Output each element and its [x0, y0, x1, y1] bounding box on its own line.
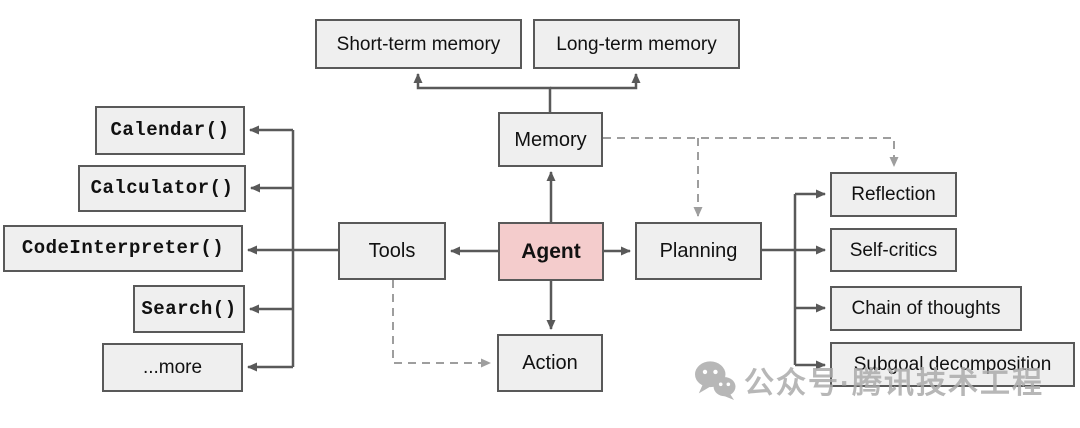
node-memory: Memory: [498, 112, 603, 167]
node-search: Search(): [133, 285, 245, 333]
node-chain-of-thoughts: Chain of thoughts: [830, 286, 1022, 331]
edge-memory-longterm: [550, 73, 641, 90]
node-calculator: Calculator(): [78, 165, 246, 212]
node-code-interpreter: CodeInterpreter(): [3, 225, 243, 272]
edge-tools-action-dashed: [392, 280, 491, 368]
node-planning: Planning: [635, 222, 762, 280]
node-agent: Agent: [498, 222, 604, 281]
node-more: ...more: [102, 343, 243, 392]
node-short-term-memory: Short-term memory: [315, 19, 522, 69]
node-action: Action: [497, 334, 603, 392]
node-long-term-memory: Long-term memory: [533, 19, 740, 69]
node-self-critics: Self-critics: [830, 228, 957, 272]
edge-memory-trunk: [413, 73, 552, 112]
node-tools: Tools: [338, 222, 446, 280]
node-reflection: Reflection: [830, 172, 957, 217]
node-subgoal-decomposition: Subgoal decomposition: [830, 342, 1075, 387]
node-calendar: Calendar(): [95, 106, 245, 155]
edge-memory-reflection-dashed: [603, 137, 899, 167]
